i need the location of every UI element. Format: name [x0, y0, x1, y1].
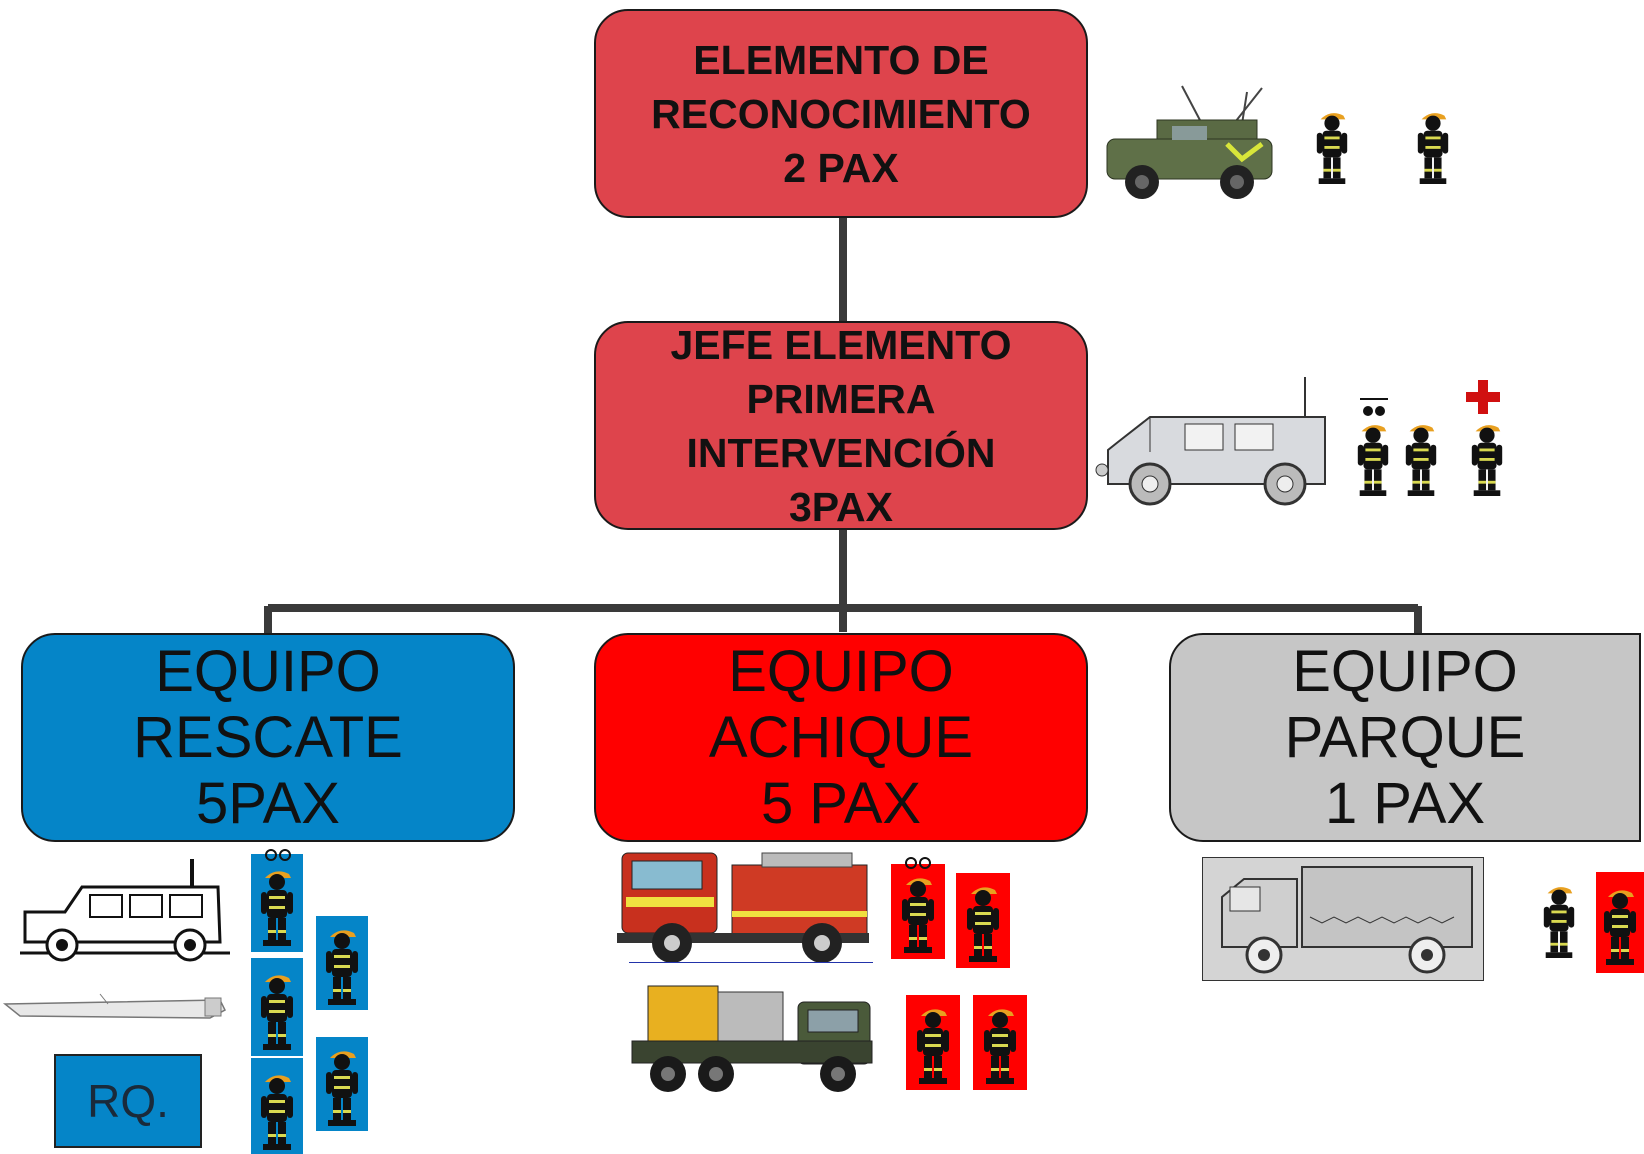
elemento-reconocimiento-box: ELEMENTO DE RECONOCIMIENTO 2 PAX: [594, 9, 1088, 218]
rank-insignia-icon: [1360, 398, 1388, 416]
reconocimiento-line-3: 2 PAX: [783, 144, 899, 191]
fire-truck-underline: [629, 962, 873, 963]
pump-truck-icon: [631, 985, 873, 1092]
firefighter-figure-icon: [956, 873, 1010, 968]
fire-truck-icon: [617, 852, 869, 963]
equipo-achique-box: EQUIPO ACHIQUE 5 PAX: [594, 633, 1088, 842]
firefighter-figure-icon: [251, 854, 303, 952]
parque-pax: 1 PAX: [1324, 770, 1486, 836]
firefighter-figure-icon: [1596, 872, 1644, 973]
red-cross-icon: [1466, 380, 1500, 414]
firefighter-figure-icon: [906, 995, 960, 1090]
achique-title: EQUIPO ACHIQUE: [708, 638, 974, 770]
boat-outline-icon: [2, 993, 226, 1019]
jefe-elemento-box: JEFE ELEMENTO PRIMERA INTERVENCIÓN 3PAX: [594, 321, 1088, 530]
firefighter-figure-icon: [251, 1058, 303, 1154]
land-rover-outline-icon: [1095, 377, 1326, 506]
cargo-truck-outline-icon: [1202, 857, 1484, 981]
jefe-line-3: INTERVENCIÓN: [686, 429, 996, 476]
firefighter-figure-icon: [316, 916, 368, 1010]
humvee-outline-icon: [20, 859, 230, 962]
firefighter-figure-icon: [891, 864, 945, 959]
firefighter-figure-icon: [251, 958, 303, 1056]
military-jeep-with-antennas-icon: [1106, 85, 1273, 199]
equipo-parque-box: EQUIPO PARQUE 1 PAX: [1169, 633, 1641, 842]
firefighter-figure-icon: [1354, 418, 1392, 498]
firefighter-figure-icon: [1540, 880, 1578, 960]
rescate-title: EQUIPO RESCATE: [133, 638, 403, 770]
firefighter-figure-icon: [1414, 106, 1452, 186]
firefighter-figure-icon: [973, 995, 1027, 1090]
firefighter-figure-icon: [1402, 418, 1440, 498]
rq-label: RQ.: [54, 1054, 202, 1148]
rank-insignia-icon: [905, 857, 931, 869]
equipo-rescate-box: EQUIPO RESCATE 5PAX: [21, 633, 515, 842]
jefe-line-1: JEFE ELEMENTO: [670, 321, 1012, 368]
jefe-line-4: 3PAX: [788, 483, 894, 530]
achique-pax: 5 PAX: [760, 770, 922, 836]
firefighter-figure-icon: [1468, 418, 1506, 498]
reconocimiento-line-1: ELEMENTO DE: [693, 36, 989, 83]
parque-title: EQUIPO PARQUE: [1284, 638, 1526, 770]
rank-insignia-icon: [265, 849, 291, 861]
firefighter-figure-icon: [1313, 106, 1351, 186]
reconocimiento-line-2: RECONOCIMIENTO: [651, 90, 1031, 137]
rescate-pax: 5PAX: [195, 770, 340, 836]
firefighter-figure-icon: [316, 1037, 368, 1131]
jefe-line-2: PRIMERA: [746, 375, 936, 422]
